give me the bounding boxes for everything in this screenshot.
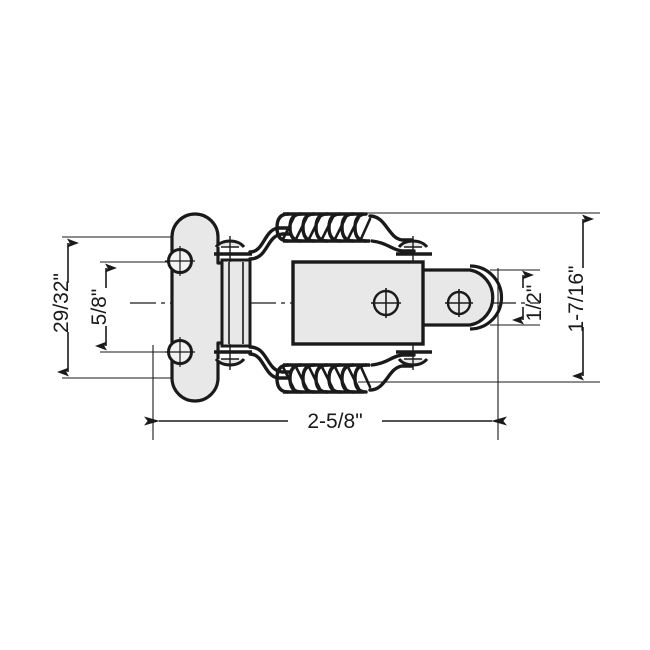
dimension-1-2-label: 1/2" (523, 285, 546, 322)
latch-nose (418, 264, 504, 331)
latch-body (291, 260, 425, 346)
dimension-1-7-16: 1-7/16" (565, 214, 594, 381)
dimension-5-8-label: 5/8" (88, 289, 111, 326)
dimension-5-8: 5/8" (88, 263, 117, 351)
mounting-hole-top (165, 246, 195, 276)
dimension-29-32: 29/32" (50, 238, 79, 377)
center-hole-nose (445, 289, 473, 317)
center-hole-body (371, 288, 401, 318)
dimension-2-5-8-label: 2-5/8" (307, 410, 362, 433)
spring-upper (214, 212, 432, 264)
dimension-1-7-16-label: 1-7/16" (565, 266, 588, 333)
mounting-hole-bottom (165, 337, 195, 367)
hinge-pin (220, 258, 252, 348)
spring-lower (214, 342, 432, 394)
extension-lines (62, 212, 600, 440)
dimension-29-32-label: 29/32" (50, 273, 73, 333)
dimension-2-5-8: 2-5/8" (144, 410, 507, 433)
dimension-1-2: 1/2" (512, 270, 546, 325)
